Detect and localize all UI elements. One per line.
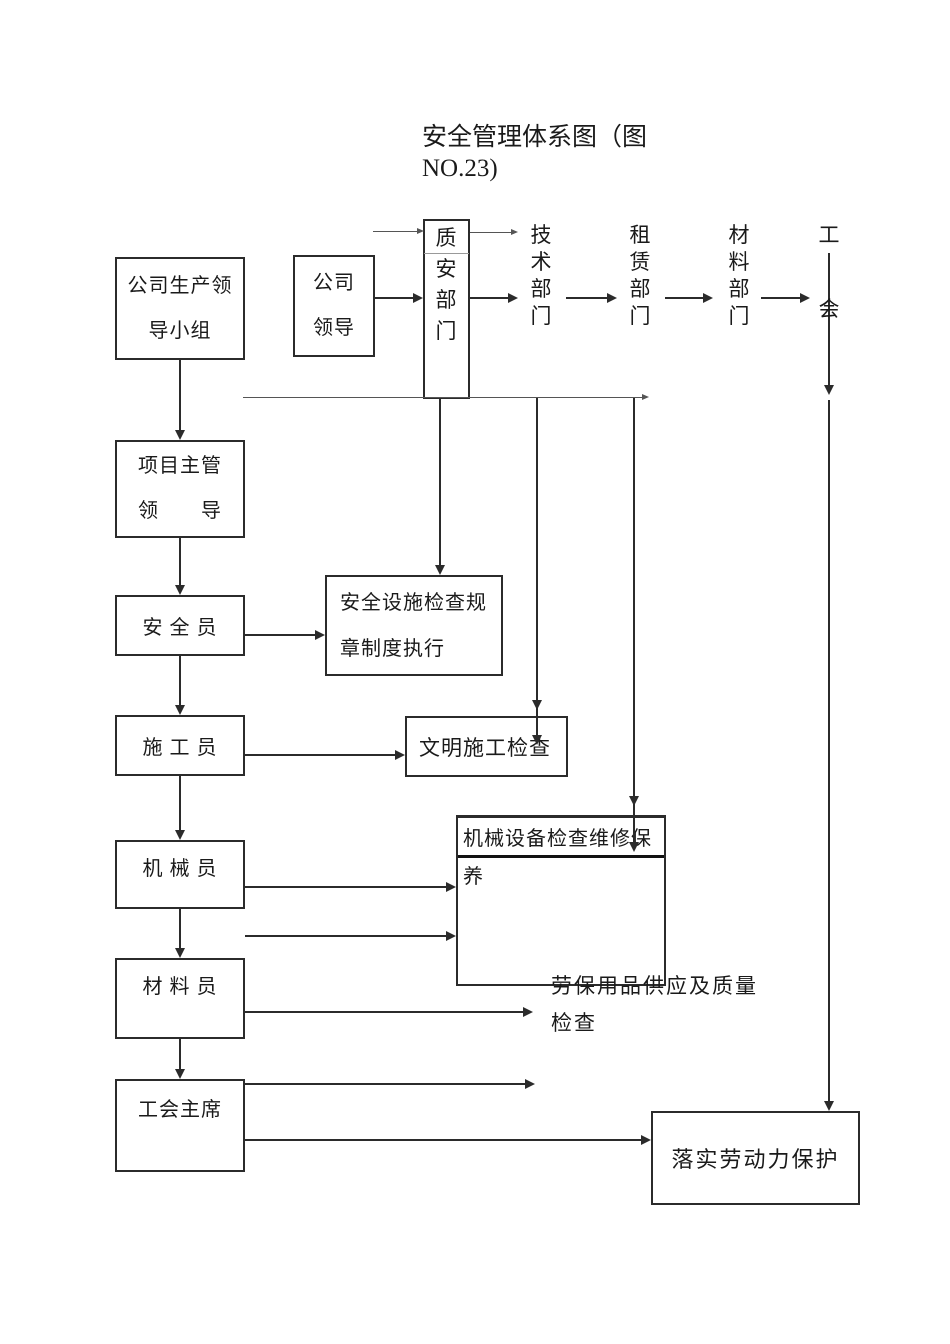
arrow-material-to-union [761,293,810,303]
box-labor-protection: 落实劳动力保护 [651,1111,860,1205]
arrow-material-officer-to-labor-supplies [245,1007,533,1017]
label-union-top: 工 [818,223,840,247]
box-safety-officer: 安 全 员 [115,595,245,656]
arrow-union-upper [824,253,834,395]
arrow-union-chairman-to-labor-protection [245,1135,651,1145]
arrow-construction-officer-to-civilized [245,750,405,760]
box-construction-officer: 施 工 员 [115,715,245,776]
arrow-quality-safety-to-tech [470,293,518,303]
label-labor-supplies: 劳保用品供应及质量 检查 [551,974,758,1035]
arrow-project-supervisor-to-safety-officer [175,538,185,595]
label-material-dept: 材 料 部 门 [728,223,750,328]
box-material-officer-label: 材 料 员 [142,976,218,998]
arrow-machinery-check-secondary [245,931,456,941]
box-safety-rules: 安全设施检查规 章制度执行 [325,575,503,676]
arrow-safety-officer-to-construction-officer [175,656,185,715]
arrow-construction-officer-to-machinery-officer [175,776,185,840]
box-machinery-officer-label: 机 械 员 [142,858,218,880]
box-company-leaders-label: 公司 领导 [313,272,355,339]
line-horizontal-bus [243,394,649,400]
arrow-rental-to-machinery-check [629,398,639,852]
arrow-company-leaders-to-quality-safety [375,293,423,303]
label-tech-dept: 技 术 部 门 [530,223,552,328]
box-quality-safety-dept-label: 质 安 部 门 [435,226,458,343]
arrow-tech-to-civilized [532,398,542,745]
label-union-bottom: 会 [818,297,840,321]
box-safety-rules-label: 安全设施检查规 章制度执行 [340,591,487,660]
arrow-top-to-quality-safety [373,228,424,234]
page-title: 安全管理体系图（图 NO.23) [422,124,648,182]
arrow-quality-safety-to-safety-rules [435,399,445,575]
box-machinery-officer: 机 械 员 [115,840,245,909]
arrow-material-officer-to-union-chairman [175,1039,185,1079]
box-civilized-construction-check-label: 文明施工检查 [419,735,551,760]
box-project-supervisor-label: 项目主管 领 导 [138,455,222,522]
box-labor-protection-label: 落实劳动力保护 [671,1147,840,1172]
box-safety-officer-label: 安 全 员 [142,617,218,639]
arrow-machinery-officer-to-machinery-check [245,882,456,892]
box-union-chairman-label: 工会主席 [138,1099,222,1121]
box-machinery-equipment-check-title2: 养 [463,866,483,888]
arrow-tech-to-rental [566,293,617,303]
box-civilized-construction-check: 文明施工检查 [405,716,568,777]
arrowhead-rental-to-machinery-mid [629,796,639,806]
box-company-leaders: 公司 领导 [293,255,375,357]
arrow-safety-officer-to-safety-rules [244,630,325,640]
box-construction-officer-label: 施 工 员 [142,737,218,759]
quality-safety-inner-divider [424,253,469,254]
arrowhead-tech-to-civilized-mid [532,700,542,710]
arrow-labor-supplies-secondary [243,1079,535,1089]
arrow-machinery-officer-to-material-officer [175,909,185,958]
arrow-union-to-labor-protection [824,400,834,1111]
box-machinery-equipment-check-title: 机械设备检查维修保 [458,818,664,858]
box-company-leading-group: 公司生产领 导小组 [115,257,245,360]
arrow-company-group-to-project-supervisor [175,360,185,440]
box-union-chairman: 工会主席 [115,1079,245,1172]
arrow-rental-to-material [665,293,713,303]
box-company-leading-group-label: 公司生产领 导小组 [127,274,233,342]
box-quality-safety-dept: 质 安 部 门 [423,219,470,399]
box-material-officer: 材 料 员 [115,958,245,1039]
label-rental-dept: 租 赁 部 门 [629,223,651,328]
box-project-supervisor: 项目主管 领 导 [115,440,245,538]
arrow-quality-safety-to-tech-thin [470,229,518,235]
